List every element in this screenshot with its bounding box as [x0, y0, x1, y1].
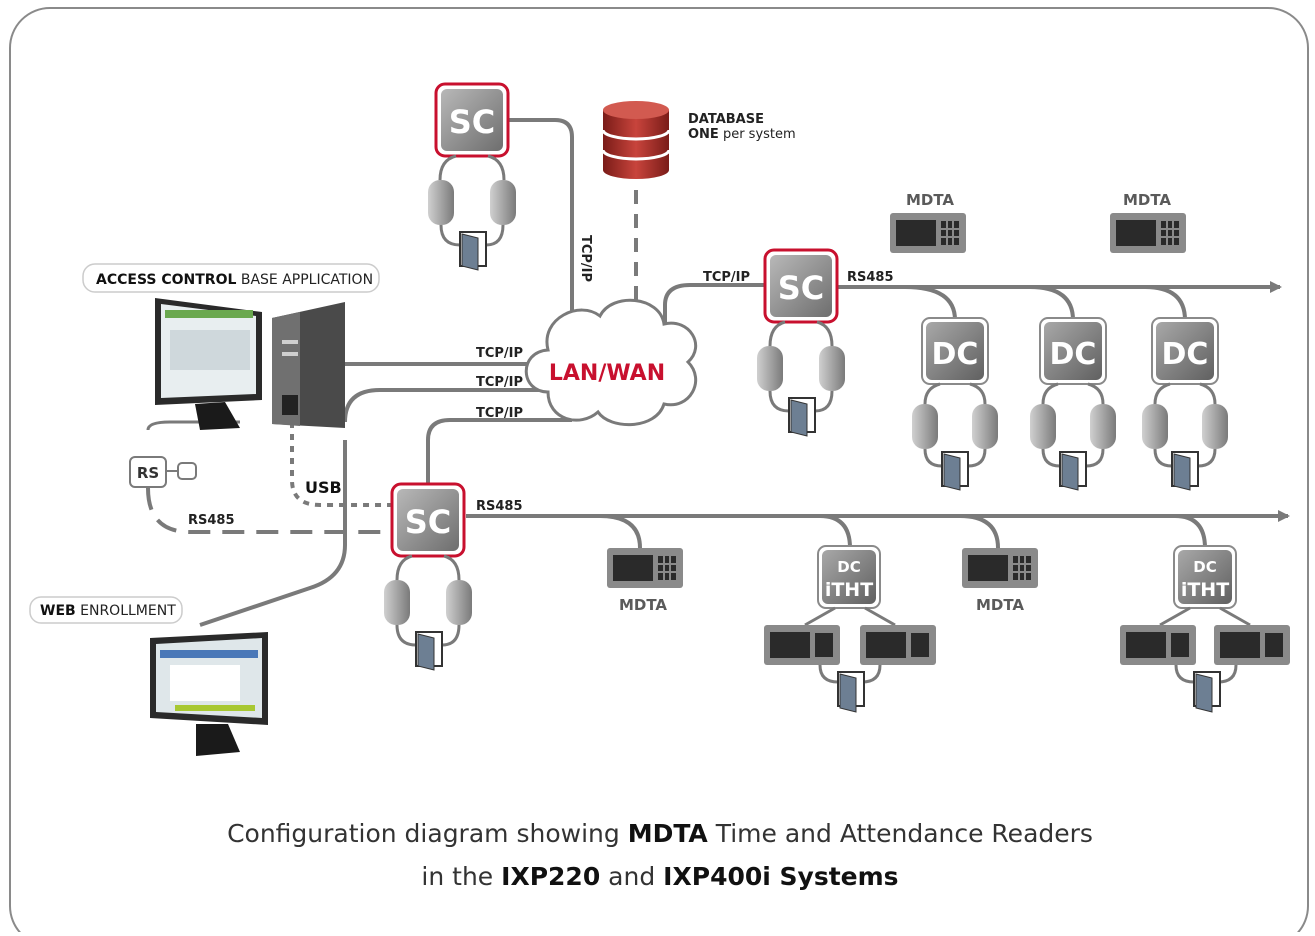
line-web-enrollment: [199, 440, 347, 627]
branch-mdta-2: [959, 514, 1000, 549]
caption-line-1: Configuration diagram showing MDTA Time …: [227, 819, 1093, 848]
mdta-terminal-top-1: [890, 213, 966, 253]
database-icon: [601, 101, 671, 179]
reader-door-group-dc-2: [1030, 382, 1116, 491]
branch-dc-1: [904, 285, 957, 321]
sc-controller-top: SC: [434, 82, 510, 158]
database-subtitle: ONE per system: [688, 127, 796, 142]
dc-label: DC: [932, 337, 979, 372]
dc-controller-1: DC: [921, 317, 989, 385]
tcpip-label-right-sc: TCP/IP: [703, 270, 750, 285]
caption-line-2: in the IXP220 and IXP400i Systems: [421, 862, 898, 891]
reader-door-group-top-sc: [428, 154, 516, 271]
mdta-terminal-bottom-1: [607, 548, 683, 588]
card-reader-icon: [1030, 404, 1056, 449]
dc-label: DC: [1050, 337, 1097, 372]
outer-frame: [9, 7, 1309, 936]
reader-door-group-bottom-sc: [384, 554, 472, 671]
branch-dc-3: [1144, 285, 1187, 321]
connection-lines: [199, 118, 1290, 627]
rs-cable-top: [146, 420, 240, 431]
access-control-label: ACCESS CONTROL BASE APPLICATION: [96, 272, 373, 288]
dc-small-label: DC: [837, 558, 860, 576]
card-reader-icon: [490, 180, 516, 225]
rs485-label-dashed: RS485: [188, 513, 235, 528]
lan-wan-cloud: [524, 298, 698, 426]
card-reader-icon: [1202, 404, 1228, 449]
rs485-label-lower: RS485: [476, 499, 523, 514]
mdta-label: MDTA: [906, 191, 954, 209]
dc-label: DC: [1162, 337, 1209, 372]
pc-workstation: [155, 298, 345, 430]
line-cloud-right-sc: [663, 283, 765, 330]
card-reader-icon: [428, 180, 454, 225]
itht-label: iTHT: [825, 579, 873, 601]
branch-dc-itht-1: [819, 514, 852, 549]
mdta-pair-dc-itht-1: [764, 606, 936, 713]
usb-label: USB: [305, 478, 342, 497]
rs485-label-upper: RS485: [847, 270, 894, 285]
reader-door-group-dc-3: [1142, 382, 1228, 491]
itht-label: iTHT: [1181, 579, 1229, 601]
reader-door-group-right-sc: [757, 320, 845, 437]
rs485-dashed: [146, 487, 392, 534]
access-control-tag: ACCESS CONTROL BASE APPLICATION: [82, 263, 380, 293]
mdta-label: MDTA: [619, 596, 667, 614]
lan-wan-label: LAN/WAN: [549, 361, 665, 386]
card-reader-icon: [757, 346, 783, 391]
rs-label: RS: [137, 464, 159, 482]
web-enrollment-monitor: [150, 632, 268, 756]
database-title: DATABASE: [688, 112, 764, 127]
dc-itht-controller-1: DC iTHT: [817, 545, 881, 609]
card-reader-icon: [912, 404, 938, 449]
card-reader-icon: [446, 580, 472, 625]
tcpip-label-bottom-sc: TCP/IP: [476, 406, 523, 421]
mdta-label: MDTA: [1123, 191, 1171, 209]
card-reader-icon: [819, 346, 845, 391]
tcpip-label-pc-1: TCP/IP: [476, 346, 523, 361]
branch-mdta-1: [599, 514, 642, 549]
mdta-label: MDTA: [976, 596, 1024, 614]
sc-label: SC: [449, 103, 496, 141]
web-enrollment-label: WEB ENROLLMENT: [40, 603, 176, 619]
line-pc-tcpip-2: [343, 388, 548, 423]
usb-dotted: [290, 422, 392, 507]
dc-controller-2: DC: [1039, 317, 1107, 385]
dc-small-label: DC: [1193, 558, 1216, 576]
mdta-terminal-top-2: [1110, 213, 1186, 253]
card-reader-icon: [1142, 404, 1168, 449]
branch-dc-itht-2: [1174, 514, 1207, 549]
line-top-sc-tcpip: [508, 118, 574, 318]
sc-controller-bottom: SC: [390, 482, 466, 558]
sc-label: SC: [778, 269, 825, 307]
rs-converter: [129, 456, 197, 488]
mdta-pair-dc-itht-2: [1120, 606, 1290, 713]
card-reader-icon: [384, 580, 410, 625]
sc-controller-right: SC: [763, 248, 839, 324]
branch-dc-2: [1029, 285, 1075, 321]
card-reader-icon: [972, 404, 998, 449]
web-enrollment-tag: WEB ENROLLMENT: [29, 596, 183, 624]
dc-controller-3: DC: [1151, 317, 1219, 385]
mdta-terminal-bottom-2: [962, 548, 1038, 588]
line-bottom-sc-tcpip: [426, 418, 572, 486]
tcpip-label-top-sc: TCP/IP: [578, 235, 593, 282]
tcpip-label-pc-2: TCP/IP: [476, 375, 523, 390]
reader-door-group-dc-1: [912, 382, 998, 491]
dashed-lines: [146, 190, 638, 534]
dc-itht-controller-2: DC iTHT: [1173, 545, 1237, 609]
sc-label: SC: [405, 503, 452, 541]
card-reader-icon: [1090, 404, 1116, 449]
